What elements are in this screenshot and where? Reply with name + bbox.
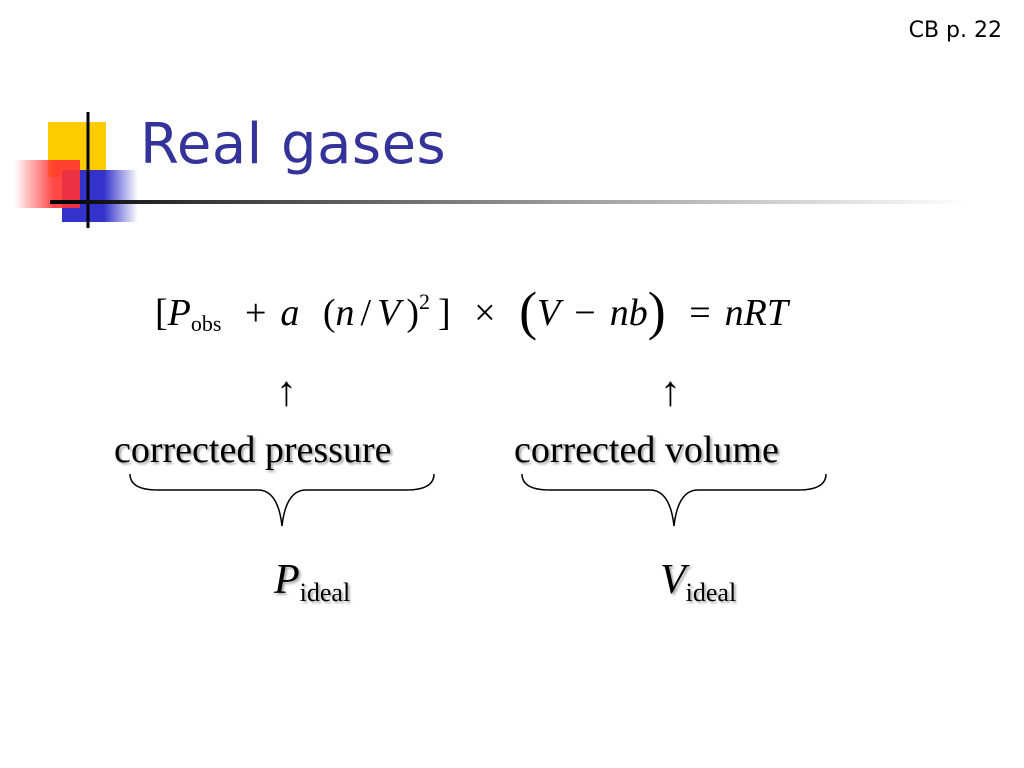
pressure-arrow-icon: ↑: [276, 369, 297, 415]
close-bracket: ]: [437, 292, 451, 334]
big-left-paren: (: [519, 281, 538, 341]
pressure-symbol: P: [167, 292, 191, 334]
open-bracket: [: [155, 292, 168, 334]
van-der-waals-equation: [Pobs +a (n/V)2] × (V−nb) =nRT: [155, 280, 788, 342]
volume-symbol: V: [377, 292, 401, 334]
volume-symbol-2: V: [537, 292, 561, 334]
p-ideal: Pideal: [274, 556, 350, 608]
moles-symbol: n: [335, 292, 355, 334]
constant-a: a: [280, 292, 300, 334]
slide-logo: [14, 112, 138, 228]
slide-title: Real gases: [140, 112, 447, 177]
title-underline: [50, 200, 970, 204]
division-slash: /: [360, 292, 372, 334]
minus-sign: −: [574, 292, 596, 334]
volume-brace: [521, 473, 827, 527]
volume-arrow-icon: ↑: [660, 369, 681, 415]
plus-sign: +: [244, 292, 267, 334]
p-ideal-symbol: P: [274, 557, 300, 603]
v-ideal: Videal: [660, 556, 736, 608]
corrected-pressure-label: corrected pressure: [114, 429, 392, 471]
page-reference: CB p. 22: [908, 18, 1002, 43]
right-paren: ): [406, 292, 419, 334]
v-ideal-subscript: ideal: [685, 578, 737, 607]
exponent: 2: [418, 289, 430, 314]
corrected-volume-label: corrected volume: [514, 429, 779, 471]
equals-sign: =: [689, 292, 711, 334]
p-ideal-subscript: ideal: [299, 578, 351, 607]
times-sign: ×: [474, 292, 496, 334]
left-paren: (: [322, 292, 336, 334]
v-ideal-symbol: V: [660, 557, 686, 603]
big-right-paren: ): [647, 281, 666, 341]
pressure-subscript: obs: [190, 311, 222, 336]
nb-term: nb: [609, 292, 648, 334]
pressure-brace: [129, 473, 435, 527]
right-hand-side: nRT: [724, 292, 788, 334]
